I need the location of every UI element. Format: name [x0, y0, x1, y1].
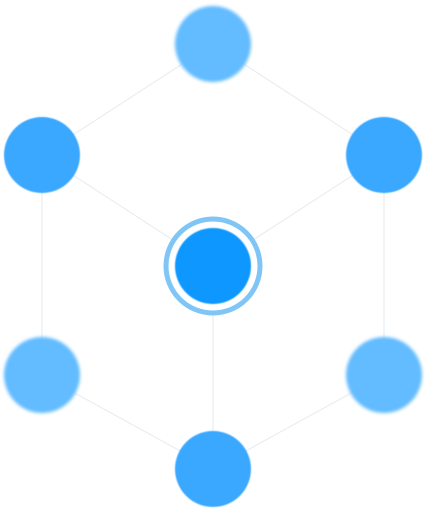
node-lower-left-circle — [4, 337, 80, 413]
node-upper-left — [4, 117, 80, 193]
node-center-circle — [175, 228, 251, 304]
node-bottom-circle — [175, 431, 251, 507]
node-center — [163, 216, 263, 316]
node-lower-right — [346, 337, 422, 413]
node-top-circle — [175, 6, 251, 82]
node-upper-left-circle — [4, 117, 80, 193]
nodes-layer — [4, 6, 422, 507]
node-top — [175, 6, 251, 82]
node-upper-right-circle — [346, 117, 422, 193]
node-lower-right-circle — [346, 337, 422, 413]
node-lower-left — [4, 337, 80, 413]
node-upper-right — [346, 117, 422, 193]
node-bottom — [175, 431, 251, 507]
